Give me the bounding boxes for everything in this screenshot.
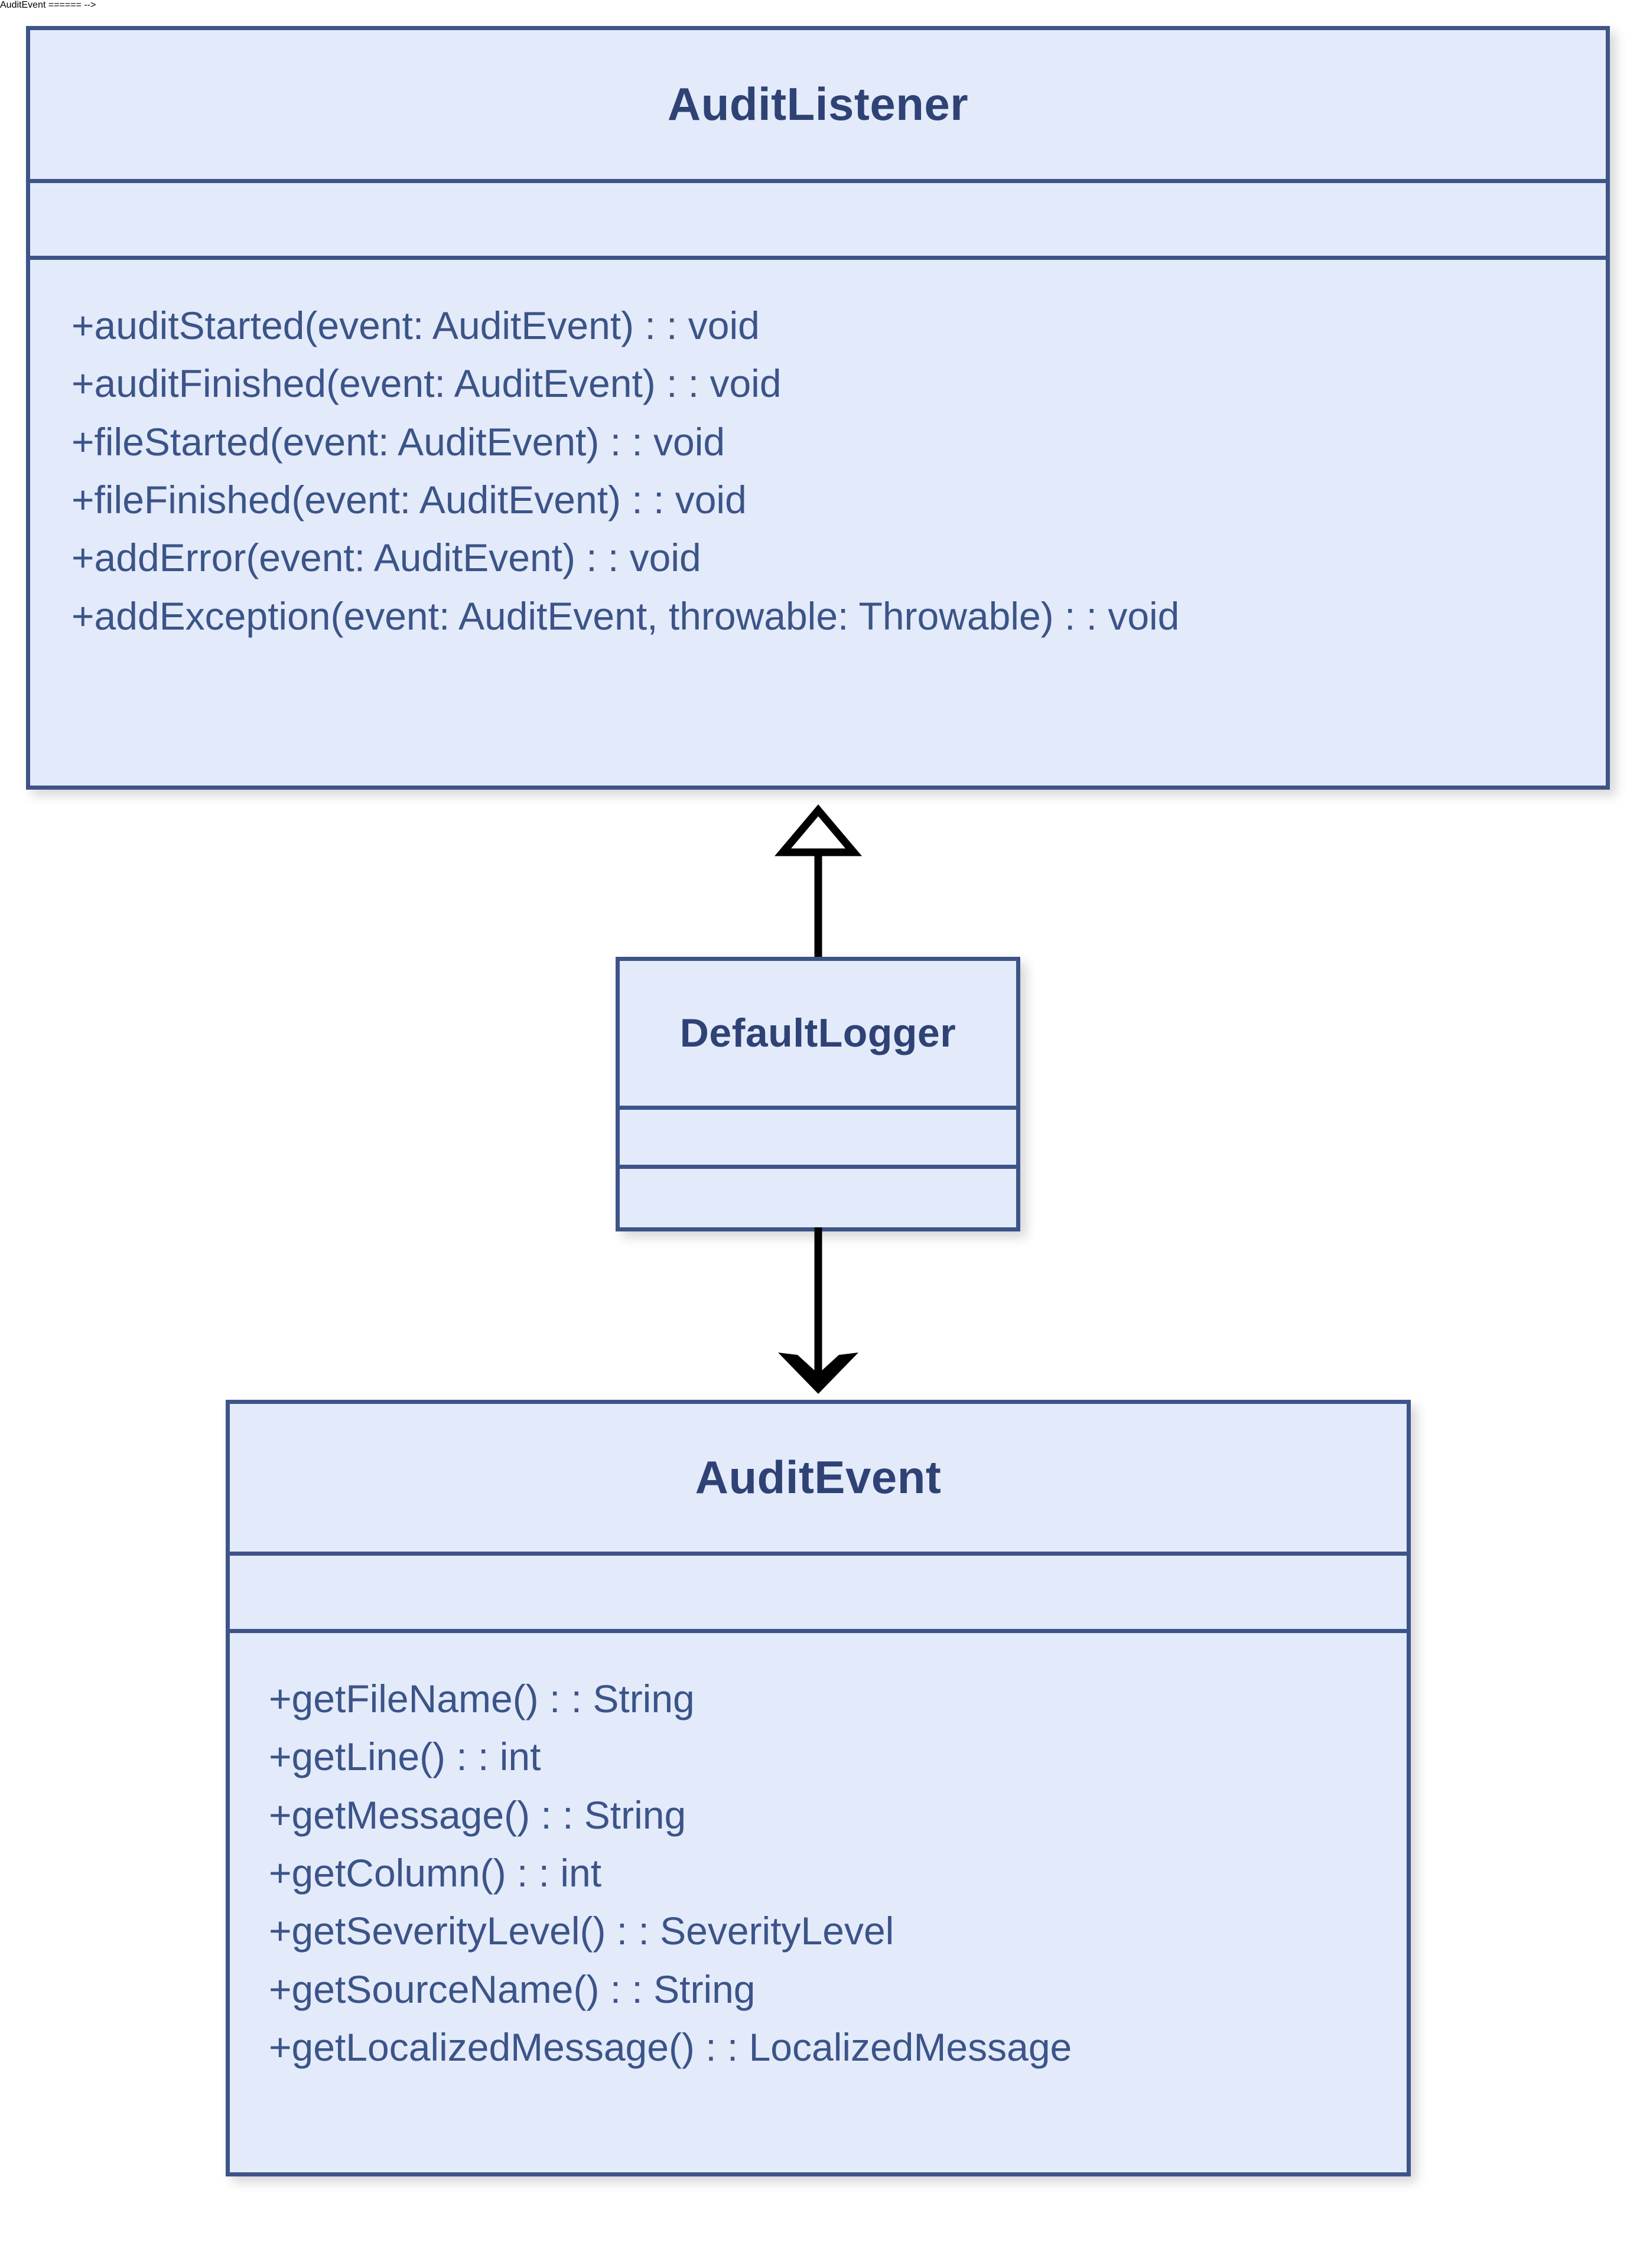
operation-item[interactable]: +getLocalizedMessage() : : LocalizedMess…: [269, 2025, 1072, 2069]
class-operations-compartment: +getFileName() : : String +getLine() : :…: [230, 1629, 1407, 2077]
operation-item[interactable]: +getMessage() : : String: [269, 1793, 686, 1837]
operation-item[interactable]: +getSeverityLevel() : : SeverityLevel: [269, 1909, 894, 1953]
uml-class-audit-listener[interactable]: AuditListener +auditStarted(event: Audit…: [26, 26, 1610, 790]
class-title: AuditListener: [667, 78, 969, 131]
class-title: AuditEvent: [695, 1451, 942, 1504]
operation-list: +getFileName() : : String +getLine() : :…: [230, 1670, 1407, 2076]
class-operations-compartment: +auditStarted(event: AuditEvent) : : voi…: [30, 256, 1606, 645]
class-title: DefaultLogger: [679, 1011, 956, 1056]
class-attributes-compartment: [620, 1106, 1016, 1165]
dependency-connector: [741, 1227, 895, 1399]
operation-item[interactable]: +auditFinished(event: AuditEvent) : : vo…: [71, 361, 782, 406]
operation-list: +auditStarted(event: AuditEvent) : : voi…: [30, 296, 1606, 645]
operation-item[interactable]: +getFileName() : : String: [269, 1677, 695, 1720]
hollow-triangle-arrowhead: [774, 804, 863, 856]
operation-item[interactable]: +auditStarted(event: AuditEvent) : : voi…: [71, 304, 760, 347]
operation-item[interactable]: +addError(event: AuditEvent) : : void: [71, 536, 701, 580]
class-name-compartment: AuditEvent: [230, 1404, 1407, 1552]
operation-item[interactable]: +fileFinished(event: AuditEvent) : : voi…: [71, 477, 747, 522]
operation-item[interactable]: +getLine() : : int: [269, 1735, 541, 1779]
open-arrowhead: [778, 1353, 858, 1394]
operation-item[interactable]: +getSourceName() : : String: [269, 1967, 756, 2011]
operation-item[interactable]: +getColumn() : : int: [269, 1850, 602, 1895]
operation-item[interactable]: +addException(event: AuditEvent, throwab…: [71, 594, 1180, 638]
uml-class-default-logger[interactable]: DefaultLogger: [616, 957, 1020, 1231]
operation-item[interactable]: +fileStarted(event: AuditEvent) : : void: [71, 419, 725, 464]
class-attributes-compartment: [30, 179, 1606, 256]
generalization-connector: [741, 786, 895, 963]
class-attributes-compartment: [230, 1552, 1407, 1629]
class-operations-compartment: [620, 1165, 1016, 1224]
class-name-compartment: DefaultLogger: [620, 961, 1016, 1106]
class-name-compartment: AuditListener: [30, 30, 1606, 179]
uml-class-audit-event[interactable]: AuditEvent +getFileName() : : String +ge…: [226, 1400, 1411, 2176]
